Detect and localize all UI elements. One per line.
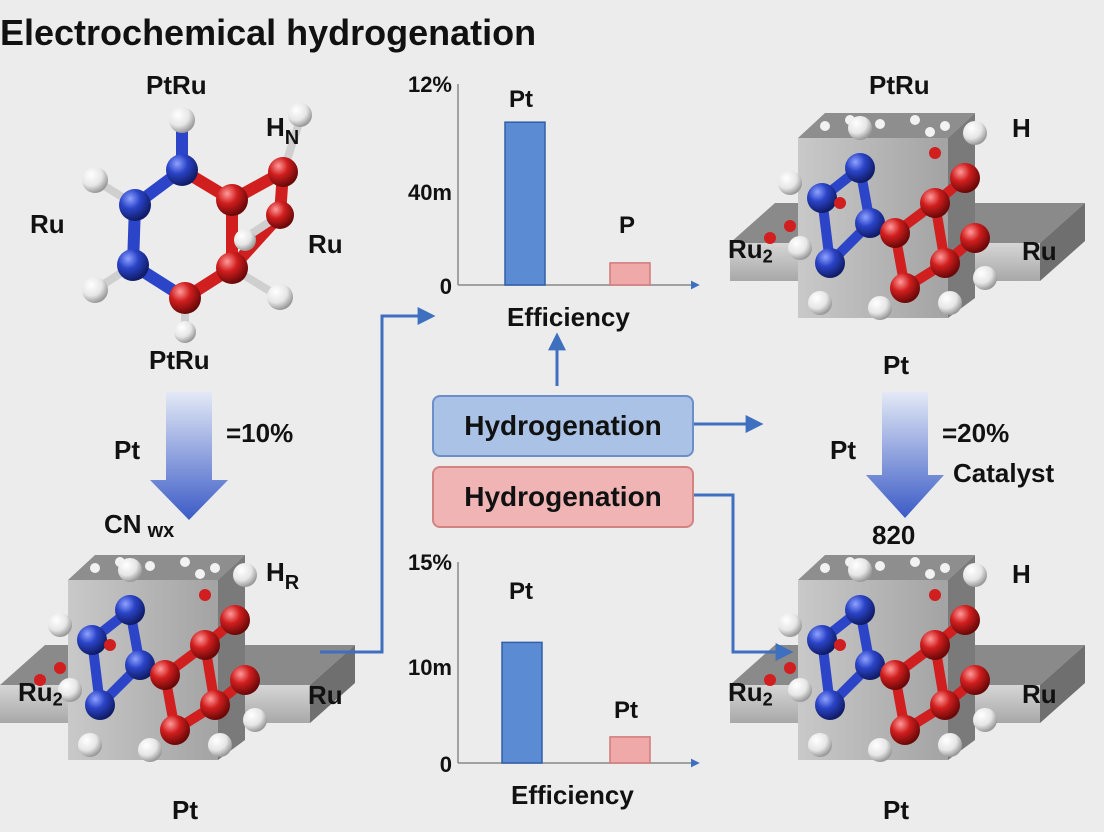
label-bl-pt: Pt [172, 795, 198, 826]
chart-top-ytick-zero: 0 [380, 274, 452, 300]
label-tr-pt: Pt [883, 350, 909, 381]
label-br-ru2-sub: 2 [763, 690, 773, 710]
chart-bar-1 [505, 122, 545, 285]
label-left-pct: =10% [226, 418, 293, 449]
efficiency-chart-1 [458, 84, 698, 285]
label-tr-ru: Ru [1022, 236, 1057, 267]
chart-bottom-ytick-mid: 10m [380, 655, 452, 681]
label-right-pct: =20% [942, 418, 1009, 449]
right-down-arrow [866, 392, 944, 518]
label-hn-n: N [285, 127, 299, 149]
label-cn-main: CN [104, 509, 142, 539]
chart-top-xlabel: Efficiency [507, 302, 630, 333]
label-br-pt: Pt [883, 795, 909, 826]
label-ru-right: Ru [308, 229, 343, 260]
hydrogenation-pill-blue[interactable]: Hydrogenation [432, 395, 694, 457]
label-bl-ru2: Ru2 [18, 677, 63, 711]
label-tr-h: H [1012, 113, 1031, 144]
label-ru-left: Ru [30, 209, 65, 240]
label-right-pt: Pt [830, 435, 856, 466]
chart-bottom-bar2-label: Pt [614, 697, 638, 725]
label-br-ru: Ru [1022, 679, 1057, 710]
label-hn-h: H [266, 112, 285, 142]
label-right-catalyst: Catalyst [953, 458, 1054, 489]
chart-bottom-bar1-label: Pt [509, 578, 533, 606]
chart-top-ytick-top: 12% [380, 72, 452, 98]
catalyst-block-bottom-right [730, 555, 1085, 762]
efficiency-chart-2 [458, 562, 698, 763]
label-bl-h-main: H [266, 557, 285, 587]
label-ptru-top: PtRu [146, 70, 207, 101]
label-tr-ru2-sub: 2 [763, 247, 773, 267]
label-bl-ru2-main: Ru [18, 677, 53, 707]
chart-bar-2 [610, 263, 650, 285]
label-bl-ru2-sub: 2 [53, 690, 63, 710]
chart-bar-2 [610, 737, 650, 763]
label-cn: CN wx [104, 509, 174, 540]
hydrogenation-pill-red[interactable]: Hydrogenation [432, 466, 694, 528]
catalyst-block-top-right [730, 113, 1085, 320]
label-bl-h-sub: R [285, 572, 299, 594]
label-br-ru2: Ru2 [728, 677, 773, 711]
label-hn: HN [266, 112, 299, 143]
catalyst-block-bottom-left [0, 555, 355, 762]
label-bl-ru: Ru [308, 680, 343, 711]
chart-top-ytick-mid: 40m [380, 180, 452, 206]
label-cn-sub: wx [148, 520, 175, 542]
label-tr-ru2-main: Ru [728, 234, 763, 264]
label-br-ru2-main: Ru [728, 677, 763, 707]
chart-top-bar1-label: Pt [509, 86, 533, 114]
label-tr-ru2: Ru2 [728, 234, 773, 268]
label-tr-ptru: PtRu [869, 70, 930, 101]
label-left-pt: Pt [114, 435, 140, 466]
left-down-arrow [150, 392, 228, 520]
page-title: Electrochemical hydrogenation [0, 12, 536, 54]
chart-bottom-ytick-zero: 0 [380, 752, 452, 778]
chart-bottom-ytick-top: 15% [380, 550, 452, 576]
label-right-820: 820 [872, 520, 915, 551]
chart-bar-1 [502, 642, 542, 763]
chart-bottom-xlabel: Efficiency [511, 780, 634, 811]
label-ptru-bottom: PtRu [149, 345, 210, 376]
label-bl-h: HR [266, 557, 299, 588]
label-br-h: H [1012, 559, 1031, 590]
chart-top-bar2-label: P [619, 212, 635, 240]
